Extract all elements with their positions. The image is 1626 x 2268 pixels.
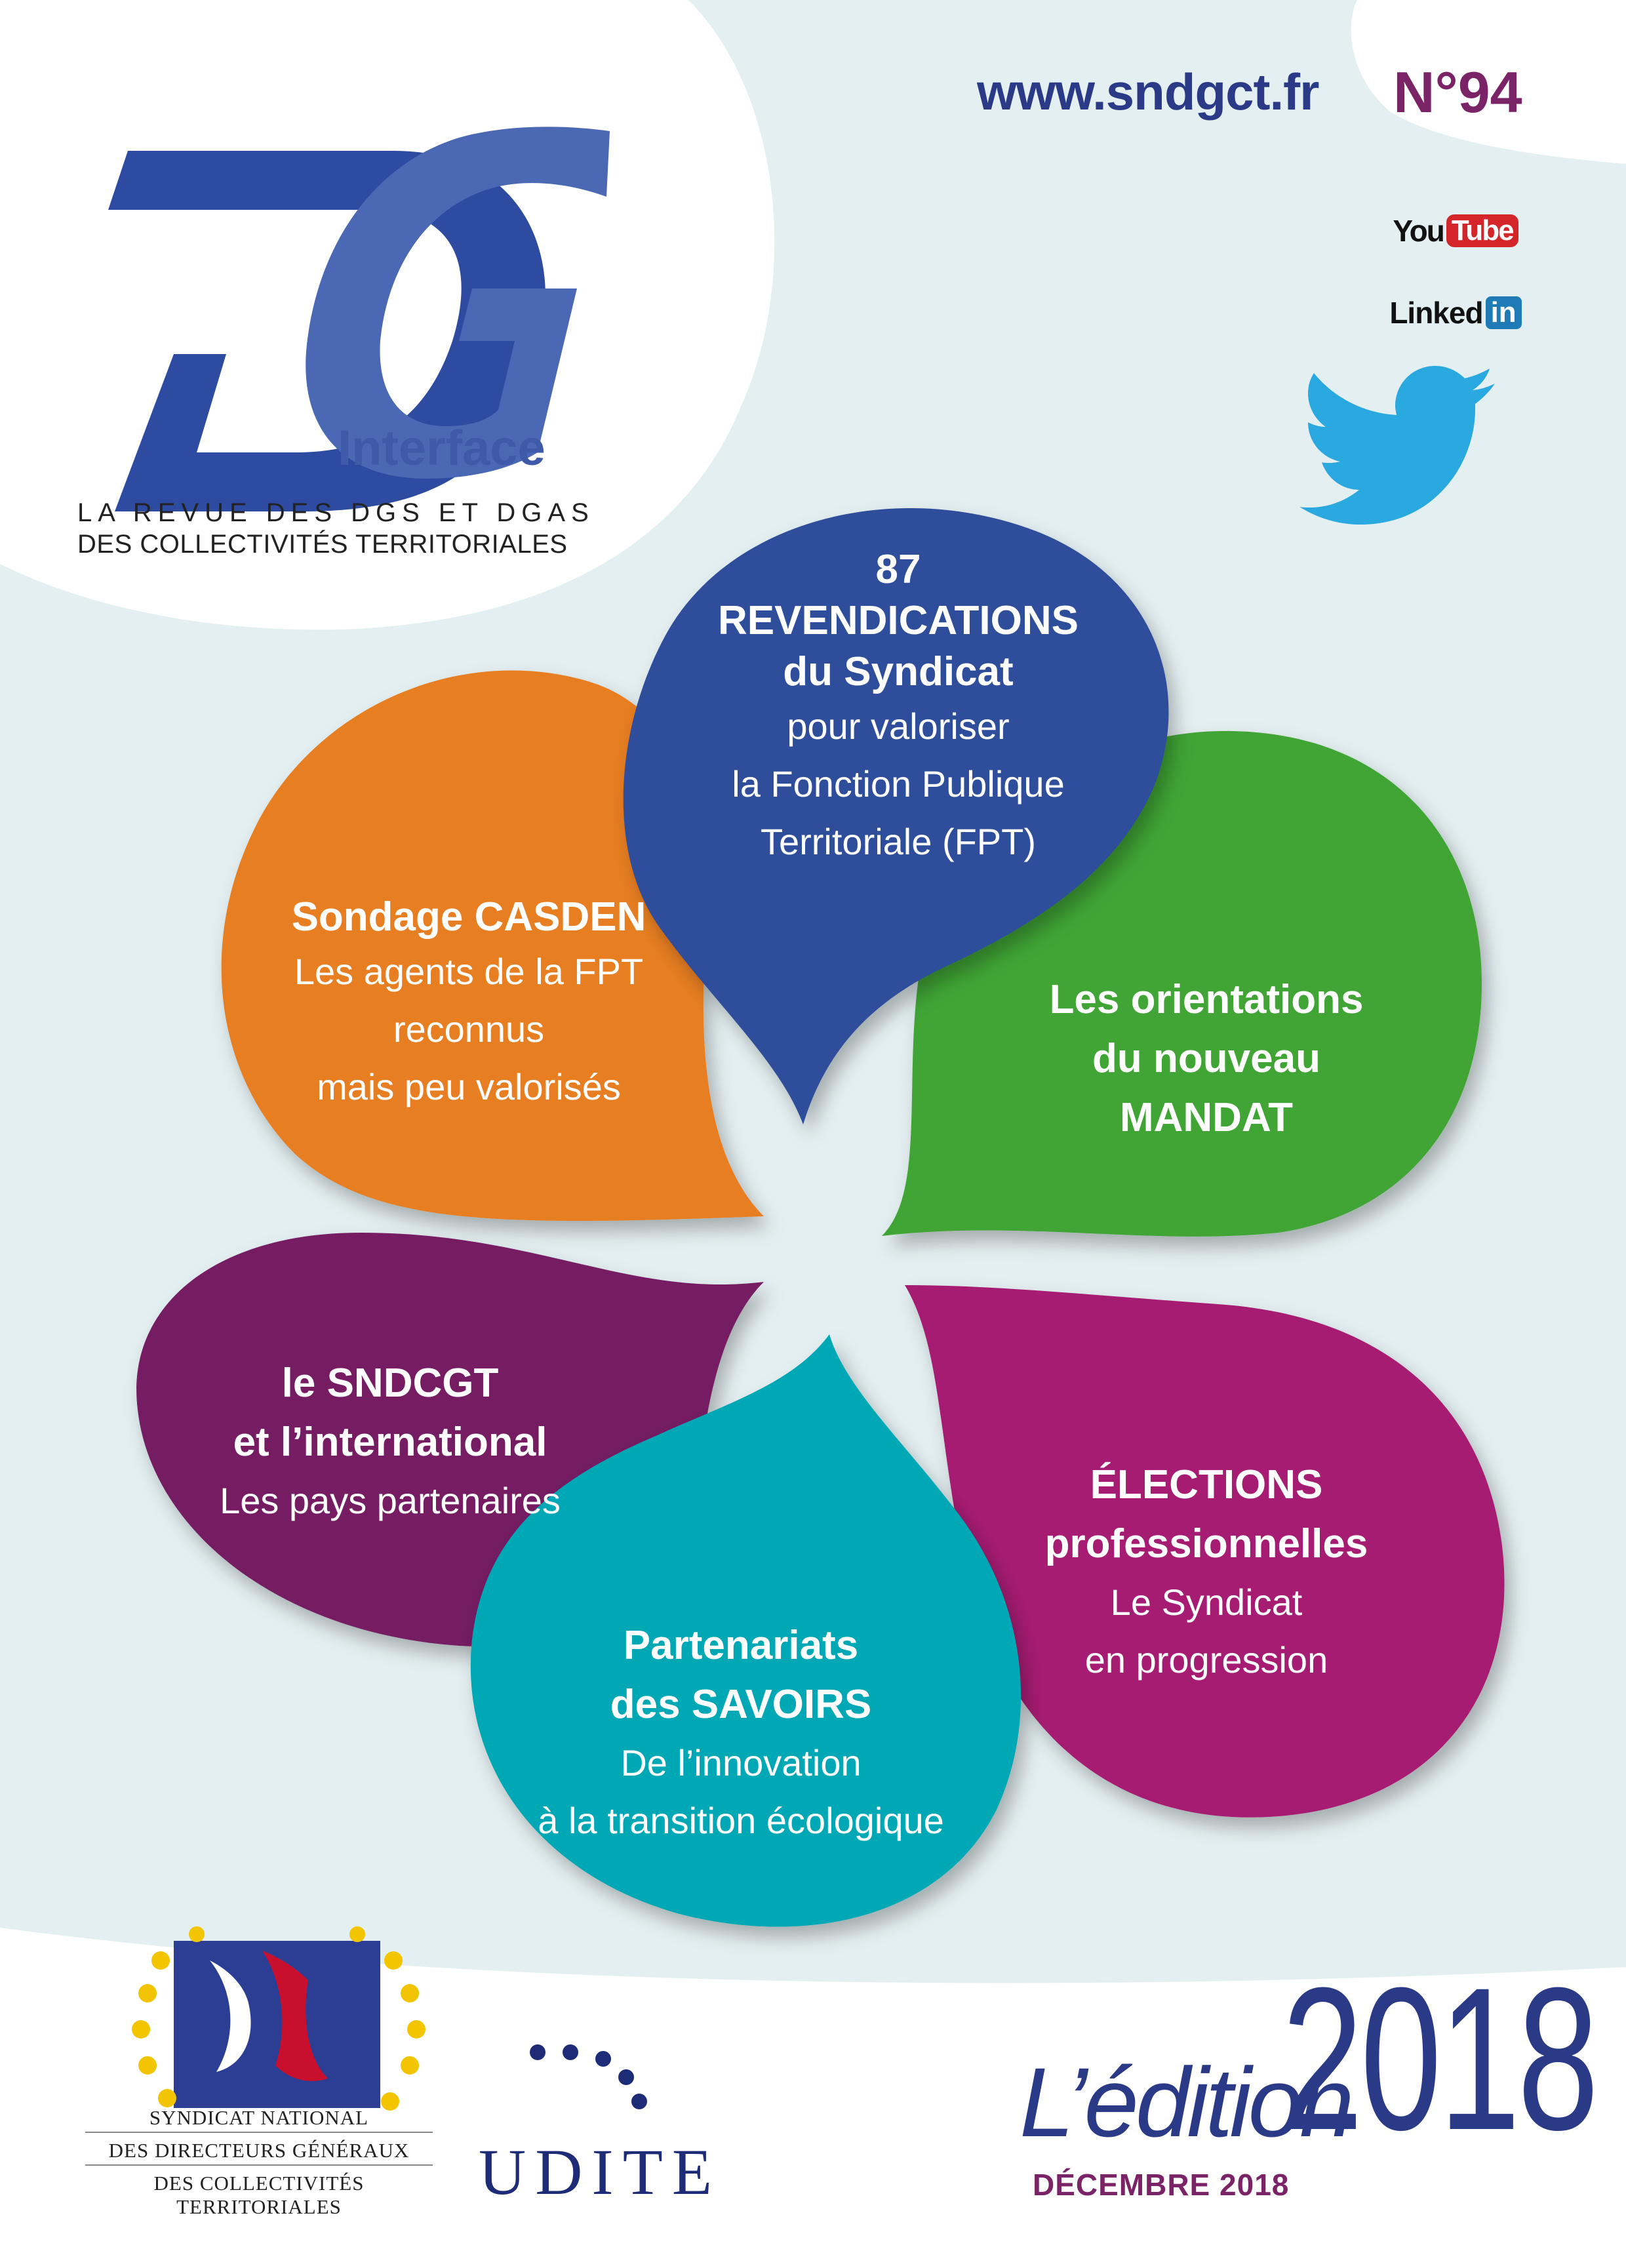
petal-heading: Les orientations — [1049, 977, 1364, 1022]
petal-orientations[interactable]: Les orientations du nouveau MANDAT — [970, 970, 1442, 1147]
petal-body: pour valoriser — [787, 706, 1010, 747]
udite-stars — [530, 2044, 647, 2109]
petal-heading: des SAVOIRS — [610, 1682, 872, 1727]
petal-heading: le SNDCGT — [281, 1361, 499, 1406]
petal-casden[interactable]: Sondage CASDEN Les agents de la FPT reco… — [233, 892, 705, 1116]
petal-body: mais peu valorisés — [317, 1066, 621, 1107]
sndgct-name-line3: DES COLLECTIVITÉS TERRITORIALES — [153, 2172, 365, 2218]
logo-letter-d — [108, 151, 546, 511]
petal-body: en progression — [1084, 1639, 1328, 1681]
petal-elections[interactable]: ÉLECTIONS professionnelles Le Syndicat e… — [970, 1456, 1442, 1689]
petal-heading: professionnelles — [1044, 1521, 1368, 1566]
petal-teal-shape — [470, 1334, 1021, 1927]
edition-date: DÉCEMBRE 2018 — [1033, 2168, 1290, 2202]
petal-body: à la transition écologique — [538, 1800, 944, 1841]
petal-body: Les agents de la FPT — [294, 951, 644, 992]
petal-body: reconnus — [393, 1008, 545, 1050]
petal-heading: MANDAT — [1119, 1095, 1293, 1140]
tagline-line1: LA REVUE DES DGS ET DGAS — [77, 498, 595, 527]
sndgct-stars — [132, 1926, 426, 2111]
edition-label: L’édition — [1020, 2047, 1354, 2157]
website-url[interactable]: www.sndgct.fr — [977, 63, 1319, 121]
petal-revendications[interactable]: 87 REVENDICATIONS du Syndicat pour valor… — [662, 544, 1134, 871]
edition-year: 2018 — [1282, 1945, 1599, 2172]
udite-logo-text: UDITE — [479, 2136, 721, 2208]
dg-logo-graphic — [108, 127, 610, 511]
top-right-white-blob — [1351, 0, 1626, 164]
sndgct-emblem — [85, 1926, 433, 2166]
bottom-white-band — [0, 1928, 1626, 2268]
linkedin-badge: in — [1485, 296, 1522, 329]
sndgct-face-left — [210, 1960, 251, 2072]
issue-number: N°94 — [1393, 60, 1522, 125]
petal-savoirs[interactable]: Partenariats des SAVOIRS De l’innovation… — [505, 1616, 977, 1850]
petal-heading: du nouveau — [1092, 1036, 1320, 1081]
petal-heading: et l’international — [233, 1420, 547, 1465]
petal-international[interactable]: le SNDCGT et l’international Les pays pa… — [167, 1354, 613, 1530]
petal-body: Le Syndicat — [1110, 1582, 1303, 1623]
petal-blue-shape — [623, 507, 1169, 1124]
petal-body: Les pays partenaires — [220, 1480, 561, 1521]
logo-letter-g — [306, 127, 610, 479]
sndgct-face-right — [262, 1951, 328, 2081]
sndgct-name-line2: DES DIRECTEURS GÉNÉRAUX — [108, 2139, 410, 2162]
petal-magenta-shape — [905, 1285, 1505, 1818]
youtube-wordmark: You — [1393, 214, 1444, 248]
sndgct-name-line1: SYNDICAT NATIONAL — [149, 2106, 369, 2129]
petal-body: De l’innovation — [620, 1742, 862, 1783]
petal-heading: Partenariats — [623, 1623, 859, 1668]
petal-heading: ÉLECTIONS — [1090, 1462, 1323, 1507]
youtube-badge: Tube — [1446, 214, 1518, 247]
petal-heading: du Syndicat — [783, 649, 1014, 694]
linkedin-wordmark: Linked — [1389, 296, 1483, 330]
logo-subtitle: Interface — [338, 420, 545, 476]
petal-heading: REVENDICATIONS — [717, 598, 1079, 643]
twitter-bird-icon — [1299, 366, 1495, 525]
petal-heading: 87 — [875, 547, 921, 592]
petal-body: Territoriale (FPT) — [760, 821, 1037, 862]
petal-body: la Fonction Publique — [732, 763, 1065, 805]
tagline-line2: DES COLLECTIVITÉS TERRITORIALES — [77, 530, 568, 559]
petal-heading: Sondage CASDEN — [291, 894, 646, 940]
